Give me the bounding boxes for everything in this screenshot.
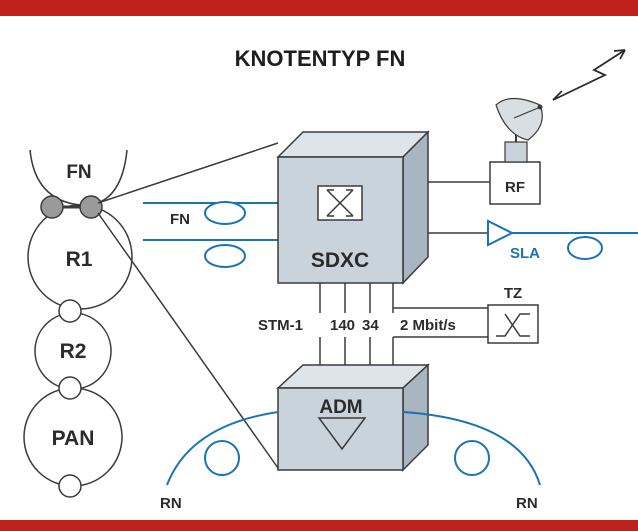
- sdxc-label: SDXC: [311, 249, 369, 272]
- junction-r2-pan: [58, 376, 82, 400]
- adm-front-face: [277, 387, 404, 471]
- link-label-band: [255, 313, 495, 337]
- sla-amplifier-icon: [487, 219, 515, 247]
- sla-fiber-loop: [567, 236, 603, 260]
- tz-label: TZ: [504, 285, 522, 302]
- link-label-34: 34: [362, 317, 379, 334]
- fn-node-left: [40, 195, 64, 219]
- sdxc-adm-links: STM-1 140 34 2 Mbit/s: [255, 283, 495, 365]
- sdxc-side-face: [402, 130, 429, 285]
- fn-fiber-label: FN: [170, 211, 190, 228]
- diagram-title: KNOTENTYP FN: [235, 46, 406, 71]
- cross-connect-icon: [317, 185, 363, 221]
- fn-node-right: [79, 195, 103, 219]
- ring-pan-label: PAN: [52, 427, 95, 450]
- adm-box: ADM: [276, 363, 430, 472]
- fn-to-sdxc-line: [97, 142, 279, 204]
- ring-r1-label: R1: [66, 248, 93, 271]
- rn-fiber-left: [166, 411, 279, 486]
- ring-fn-label: FN: [66, 162, 91, 183]
- rn-right-label: RN: [516, 495, 538, 512]
- rn-loop-right: [454, 440, 490, 476]
- junction-r1-r2: [58, 299, 82, 323]
- fiber-loop-lower: [204, 244, 246, 268]
- fn-to-adm-line: [97, 212, 279, 469]
- left-margin: [0, 16, 10, 520]
- rf-box: [489, 161, 541, 205]
- sla-group: SLA: [428, 219, 638, 262]
- rf-label: RF: [505, 179, 525, 196]
- tz-group: TZ: [487, 285, 539, 344]
- ring-structure: FN R1 R2 PAN: [23, 149, 133, 498]
- rf-group: RF: [428, 49, 626, 205]
- sdxc-top-face: [276, 131, 430, 158]
- rn-fibers: RN RN: [160, 411, 541, 512]
- fn-arc-left: [29, 149, 81, 206]
- sla-label: SLA: [510, 245, 540, 262]
- lightning-arrow-icon: [552, 49, 626, 101]
- link-label-stm1: STM-1: [258, 317, 303, 334]
- ring-r2-label: R2: [60, 340, 87, 363]
- fiber-loop-upper: [204, 201, 246, 225]
- triangle-icon: [317, 417, 367, 451]
- link-label-2mbit: 2 Mbit/s: [400, 317, 456, 334]
- link-label-140: 140: [330, 317, 355, 334]
- junction-pan-bottom: [58, 474, 82, 498]
- satellite-dish-icon: [495, 97, 543, 163]
- rn-loop-left: [204, 440, 240, 476]
- top-frame-bar: [0, 0, 638, 16]
- rn-left-label: RN: [160, 495, 182, 512]
- rn-fiber-right: [402, 411, 541, 486]
- adm-top-face: [276, 364, 430, 389]
- bottom-frame-bar: [0, 520, 638, 531]
- switch-icon: [496, 313, 530, 337]
- sdxc-box: SDXC: [276, 130, 430, 285]
- fn-fibers: FN: [143, 201, 278, 268]
- adm-label: ADM: [319, 397, 362, 418]
